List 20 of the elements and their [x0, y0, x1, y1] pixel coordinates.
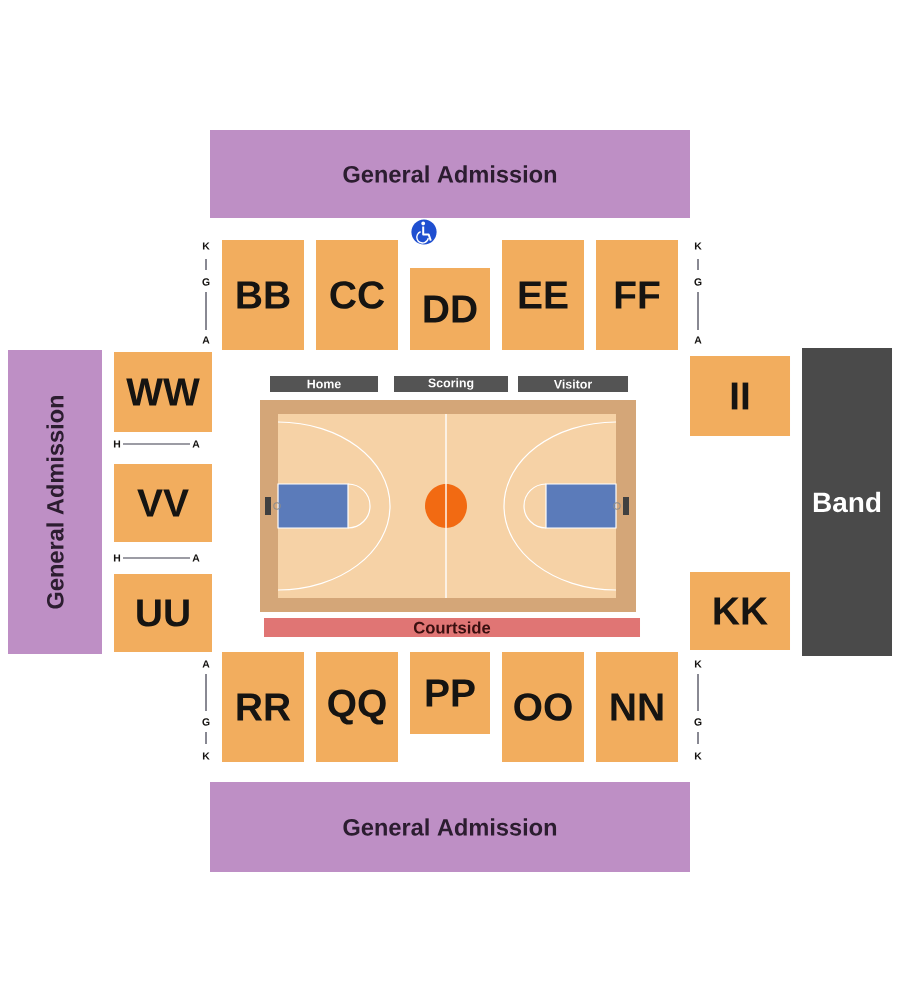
courtside-strip: Courtside	[264, 618, 640, 637]
seating-section: EE	[502, 240, 584, 350]
admission-area: General Admission	[210, 130, 690, 218]
seating-section: II	[690, 356, 790, 436]
seating-section: UU	[114, 574, 212, 652]
seating-section: VV	[114, 464, 212, 542]
seating-section: PP	[410, 652, 490, 734]
seating-section: QQ	[316, 652, 398, 762]
seating-section: BB	[222, 240, 304, 350]
seating-section: DD	[410, 268, 490, 350]
seating-section: FF	[596, 240, 678, 350]
band-area: Band	[802, 348, 892, 656]
seating-section: RR	[222, 652, 304, 762]
seating-section: CC	[316, 240, 398, 350]
seating-section: OO	[502, 652, 584, 762]
seating-section: NN	[596, 652, 678, 762]
seating-section: WW	[114, 352, 212, 432]
admission-area: General Admission	[8, 350, 102, 654]
seating-section: KK	[690, 572, 790, 650]
admission-area: General Admission	[210, 782, 690, 872]
